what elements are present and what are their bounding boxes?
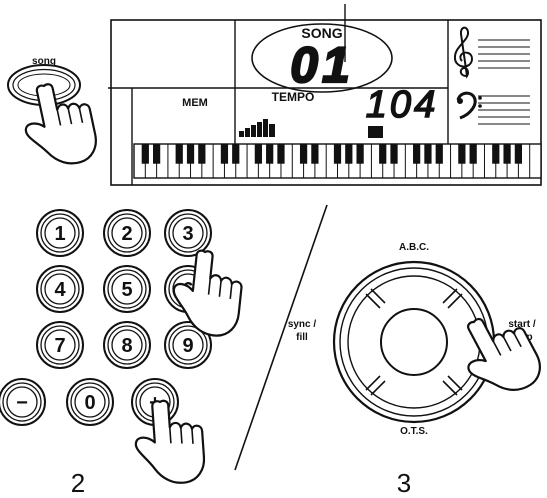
keyboard-strip — [133, 143, 542, 179]
black-key — [141, 144, 149, 164]
key-9-button[interactable]: 9 — [164, 321, 212, 369]
sync-fill-label-line-2: fill — [296, 332, 308, 343]
lcd-mem-label: MEM — [182, 97, 208, 109]
staff — [478, 39, 530, 125]
key-label: 5 — [121, 279, 132, 301]
key-8-button[interactable]: 8 — [103, 321, 151, 369]
key-4-button[interactable]: 4 — [36, 265, 84, 313]
black-key — [254, 144, 262, 164]
black-key — [299, 144, 308, 164]
black-key — [356, 144, 364, 164]
start-stop-label-line-1: start / — [508, 319, 535, 330]
black-key — [379, 144, 387, 164]
key-2-button[interactable]: 2 — [103, 209, 151, 257]
step-number-3: 3 — [397, 468, 411, 498]
control-pad: A.B.C. O.T.S. sync / fill start / stop — [288, 242, 536, 437]
black-key — [220, 144, 229, 164]
black-key — [503, 144, 511, 164]
black-key — [435, 144, 443, 164]
black-key — [424, 144, 432, 164]
black-key — [186, 144, 195, 164]
control-pad-dividers — [365, 288, 463, 396]
black-key — [277, 144, 285, 164]
black-key — [311, 144, 319, 164]
key-7-button[interactable]: 7 — [36, 321, 84, 369]
black-key — [413, 144, 421, 164]
black-key — [152, 144, 161, 164]
key-label: 8 — [121, 335, 132, 357]
key-label: 7 — [54, 335, 65, 357]
key-label: 3 — [182, 223, 193, 245]
lcd-tempo-value: 104 — [366, 84, 438, 126]
lcd-tempo-label: TEMPO — [272, 90, 315, 104]
key-minus-button[interactable]: − — [0, 378, 46, 426]
volume-bar-icon — [239, 119, 275, 137]
ots-label: O.T.S. — [400, 426, 428, 437]
black-key — [458, 144, 466, 164]
black-key — [492, 144, 500, 164]
key-label: 9 — [182, 335, 193, 357]
sync-fill-label-line-1: sync / — [288, 319, 317, 330]
black-key — [345, 144, 353, 164]
black-key — [469, 144, 477, 164]
black-key — [390, 144, 398, 164]
key-label: 4 — [54, 279, 66, 301]
treble-clef-icon — [453, 26, 473, 79]
key-label: 2 — [121, 223, 132, 245]
numeric-keypad: 123456789−0+ — [0, 209, 212, 426]
lcd-display: SONG 01 MEM TEMPO 104 2 — [108, 4, 542, 186]
key-0-button[interactable]: 0 — [66, 378, 114, 426]
black-key — [232, 144, 240, 164]
key-label: 1 — [54, 223, 65, 245]
section-divider — [234, 204, 328, 471]
abc-label: A.B.C. — [399, 242, 429, 253]
black-key — [266, 144, 274, 164]
beat-value: 2 — [373, 128, 379, 139]
black-key — [333, 144, 342, 164]
song-highlight-ellipse — [251, 23, 393, 93]
key-label: 0 — [84, 392, 95, 414]
black-key — [514, 144, 523, 164]
key-1-button[interactable]: 1 — [36, 209, 84, 257]
key-5-button[interactable]: 5 — [103, 265, 151, 313]
black-key — [198, 144, 206, 164]
lcd-song-number: 01 — [290, 37, 354, 93]
beat-indicator: 2 — [368, 126, 383, 139]
lcd-song-label: SONG — [301, 25, 342, 41]
black-key — [175, 144, 183, 164]
bass-clef-icon — [456, 91, 482, 120]
song-button-label: song — [32, 56, 56, 67]
key-3-button[interactable]: 3 — [164, 209, 212, 257]
key-label: − — [16, 392, 28, 414]
step-number-2: 2 — [71, 468, 85, 498]
control-pad-center-button[interactable] — [380, 308, 448, 376]
